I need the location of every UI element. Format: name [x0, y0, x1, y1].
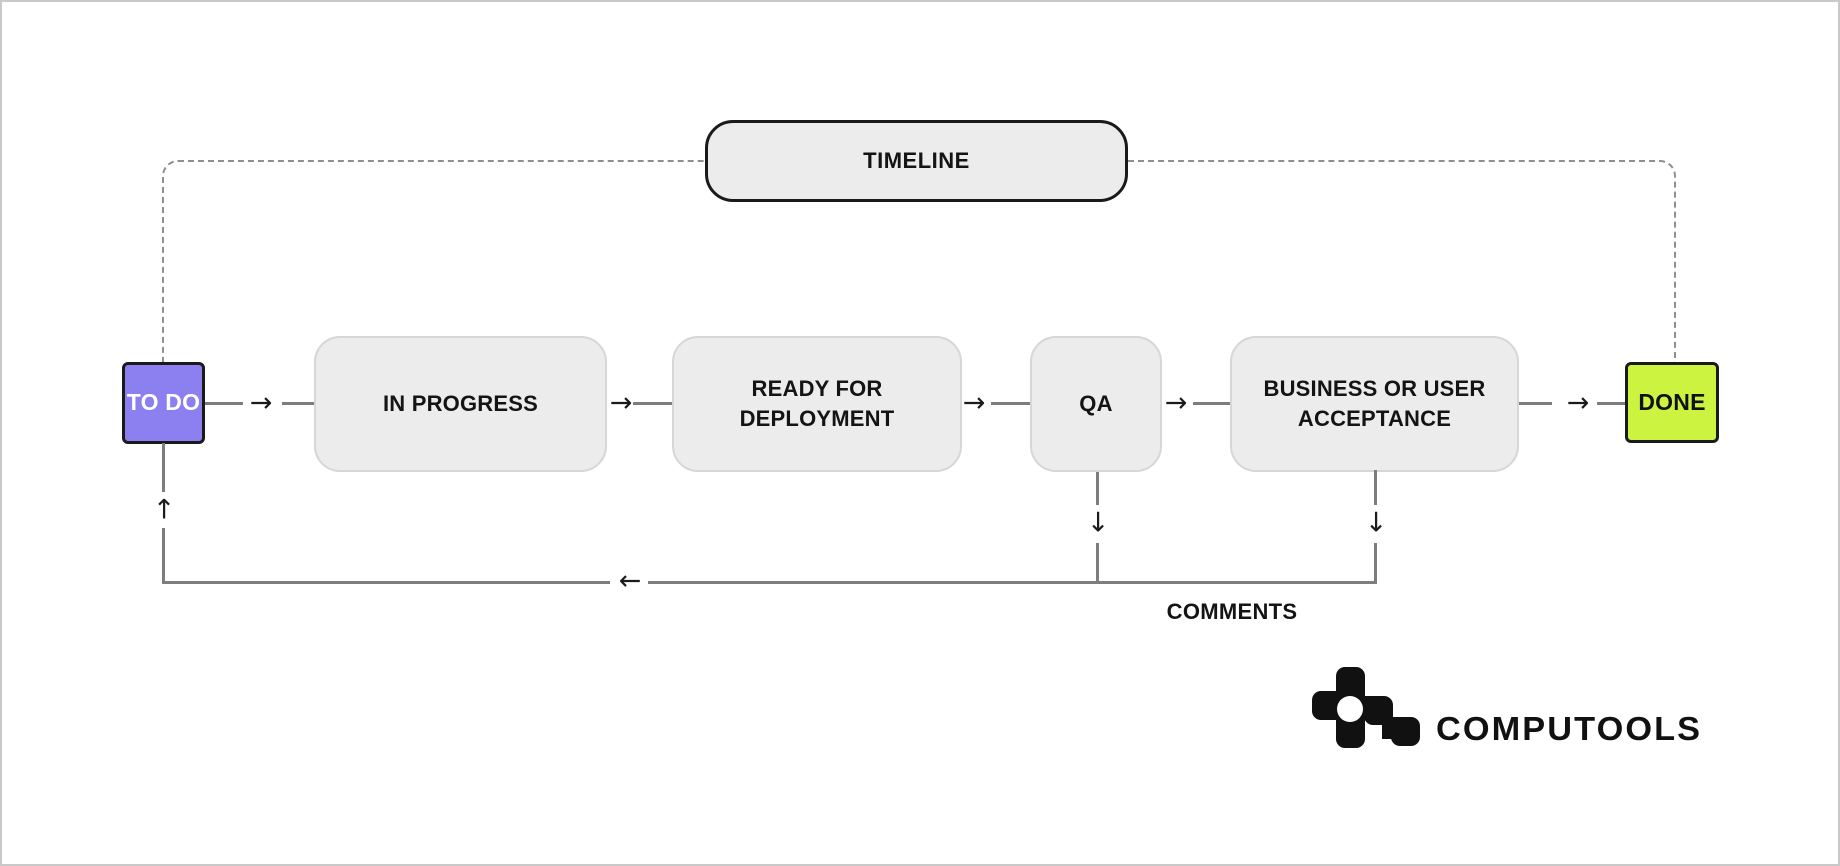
arrow-right-icon: →: [962, 387, 986, 419]
stage-business-or-user-acceptance: BUSINESS OR USER ACCEPTANCE: [1230, 336, 1519, 472]
timeline-dashed-connector-right: [1128, 160, 1676, 364]
connector-line: [1597, 402, 1625, 405]
stage-in-progress-label: IN PROGRESS: [382, 391, 538, 417]
feedback-line: [1096, 543, 1099, 584]
connector-line: [205, 402, 243, 405]
stage-qa-label: QA: [1079, 391, 1113, 417]
feedback-line: [1096, 472, 1099, 505]
stage-business-or-user-acceptance-label: BUSINESS OR USER ACCEPTANCE: [1263, 376, 1486, 431]
computools-logo-text: COMPUTOOLS: [1436, 710, 1703, 747]
feedback-line: [162, 581, 610, 584]
connector-line: [1193, 402, 1230, 405]
stage-ready-for-deployment-label: READY FOR DEPLOYMENT: [739, 376, 895, 431]
stage-todo: TO DO: [122, 362, 205, 444]
stage-todo-label: TO DO: [126, 389, 201, 416]
arrow-right-icon: →: [609, 387, 633, 419]
feedback-line: [648, 581, 1377, 584]
arrow-up-icon: ↑: [152, 494, 176, 526]
stage-done: DONE: [1625, 362, 1719, 443]
feedback-line: [1374, 543, 1377, 584]
timeline-dashed-connector-left: [162, 160, 707, 365]
connector-line: [282, 402, 314, 405]
comments-label: COMMENTS: [1166, 599, 1298, 624]
arrow-left-icon: ←: [618, 565, 642, 597]
arrow-down-icon: ↓: [1364, 507, 1388, 539]
timeline-box: TIMELINE: [705, 120, 1128, 202]
computools-logo-icon: [1312, 667, 1420, 748]
stage-done-label: DONE: [1638, 388, 1706, 415]
connector-line: [633, 402, 672, 405]
connector-line: [1519, 402, 1552, 405]
arrow-down-icon: ↓: [1086, 507, 1110, 539]
arrow-right-icon: →: [249, 387, 273, 419]
arrow-right-icon: →: [1164, 387, 1188, 419]
connector-line: [991, 402, 1030, 405]
stage-qa: QA: [1030, 336, 1162, 472]
feedback-line: [162, 443, 165, 492]
feedback-line: [1374, 470, 1377, 505]
stage-ready-for-deployment: READY FOR DEPLOYMENT: [672, 336, 962, 472]
feedback-line: [162, 528, 165, 584]
arrow-right-icon: →: [1566, 387, 1590, 419]
stage-in-progress: IN PROGRESS: [314, 336, 607, 472]
timeline-label: TIMELINE: [863, 148, 970, 173]
